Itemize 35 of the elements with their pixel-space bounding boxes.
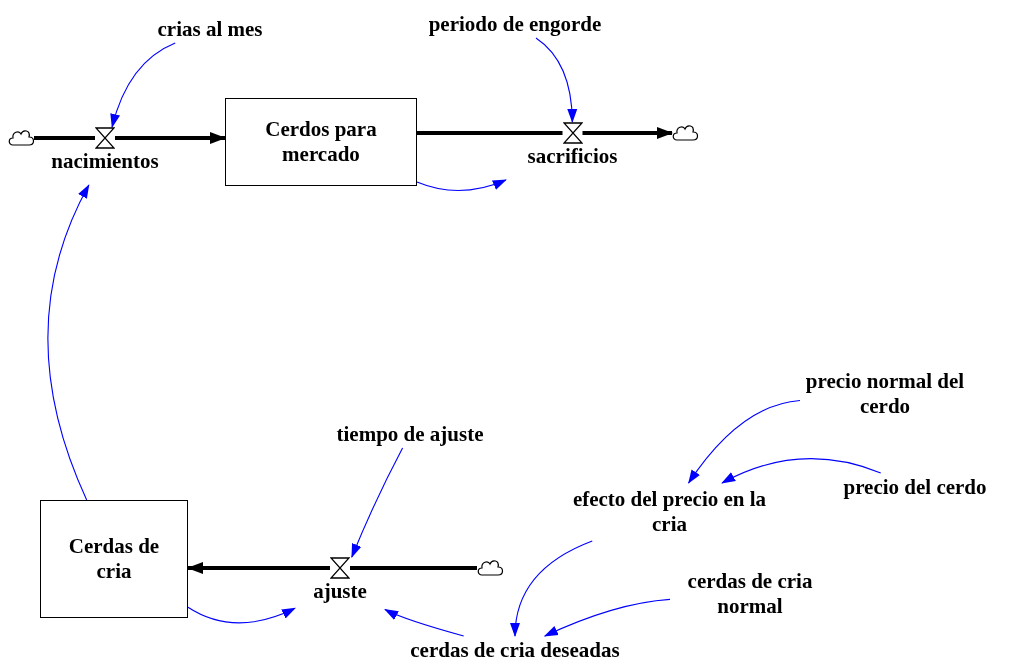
link-arrow xyxy=(543,598,671,637)
stock-box xyxy=(40,500,188,618)
cloud-shape xyxy=(8,128,34,148)
variable-label: periodo de engorde xyxy=(428,11,602,37)
flow-pipe xyxy=(417,131,563,135)
link-arrow xyxy=(535,37,577,123)
variable-label: cerdas de cria deseadas xyxy=(410,637,620,663)
flow-label: ajuste xyxy=(313,579,367,604)
cloud-shape xyxy=(477,558,503,578)
link-arrow xyxy=(47,184,90,501)
variable-label: cerdas de cria normal xyxy=(686,569,814,619)
link-arrow xyxy=(110,42,176,128)
stock-box xyxy=(225,98,417,186)
link-arrow xyxy=(510,540,593,637)
variable-label: efecto del precio en la cria xyxy=(571,487,768,537)
flow-label: nacimientos xyxy=(51,149,159,174)
cloud-shape xyxy=(672,123,698,143)
link-arrow xyxy=(187,606,296,624)
flow-pipe xyxy=(34,136,95,140)
link-arrow xyxy=(384,609,465,637)
stock-name: Cerdas de cria xyxy=(67,534,161,584)
link-arrow xyxy=(721,458,882,484)
variable-label: tiempo de ajuste xyxy=(336,421,484,447)
stock-name: Cerdos para mercado xyxy=(264,117,378,167)
flow-pipe xyxy=(350,566,477,570)
flow-label: sacrificios xyxy=(527,144,618,169)
link-arrow xyxy=(351,447,404,558)
link-arrow xyxy=(416,179,507,192)
flow-pipe xyxy=(187,562,330,574)
variable-label: precio normal del cerdo xyxy=(804,369,966,419)
flow-pipe xyxy=(582,127,673,139)
flow-pipe xyxy=(115,132,226,144)
variable-label: crias al mes xyxy=(157,16,263,42)
link-arrow xyxy=(688,399,801,484)
variable-label: precio del cerdo xyxy=(843,474,987,500)
